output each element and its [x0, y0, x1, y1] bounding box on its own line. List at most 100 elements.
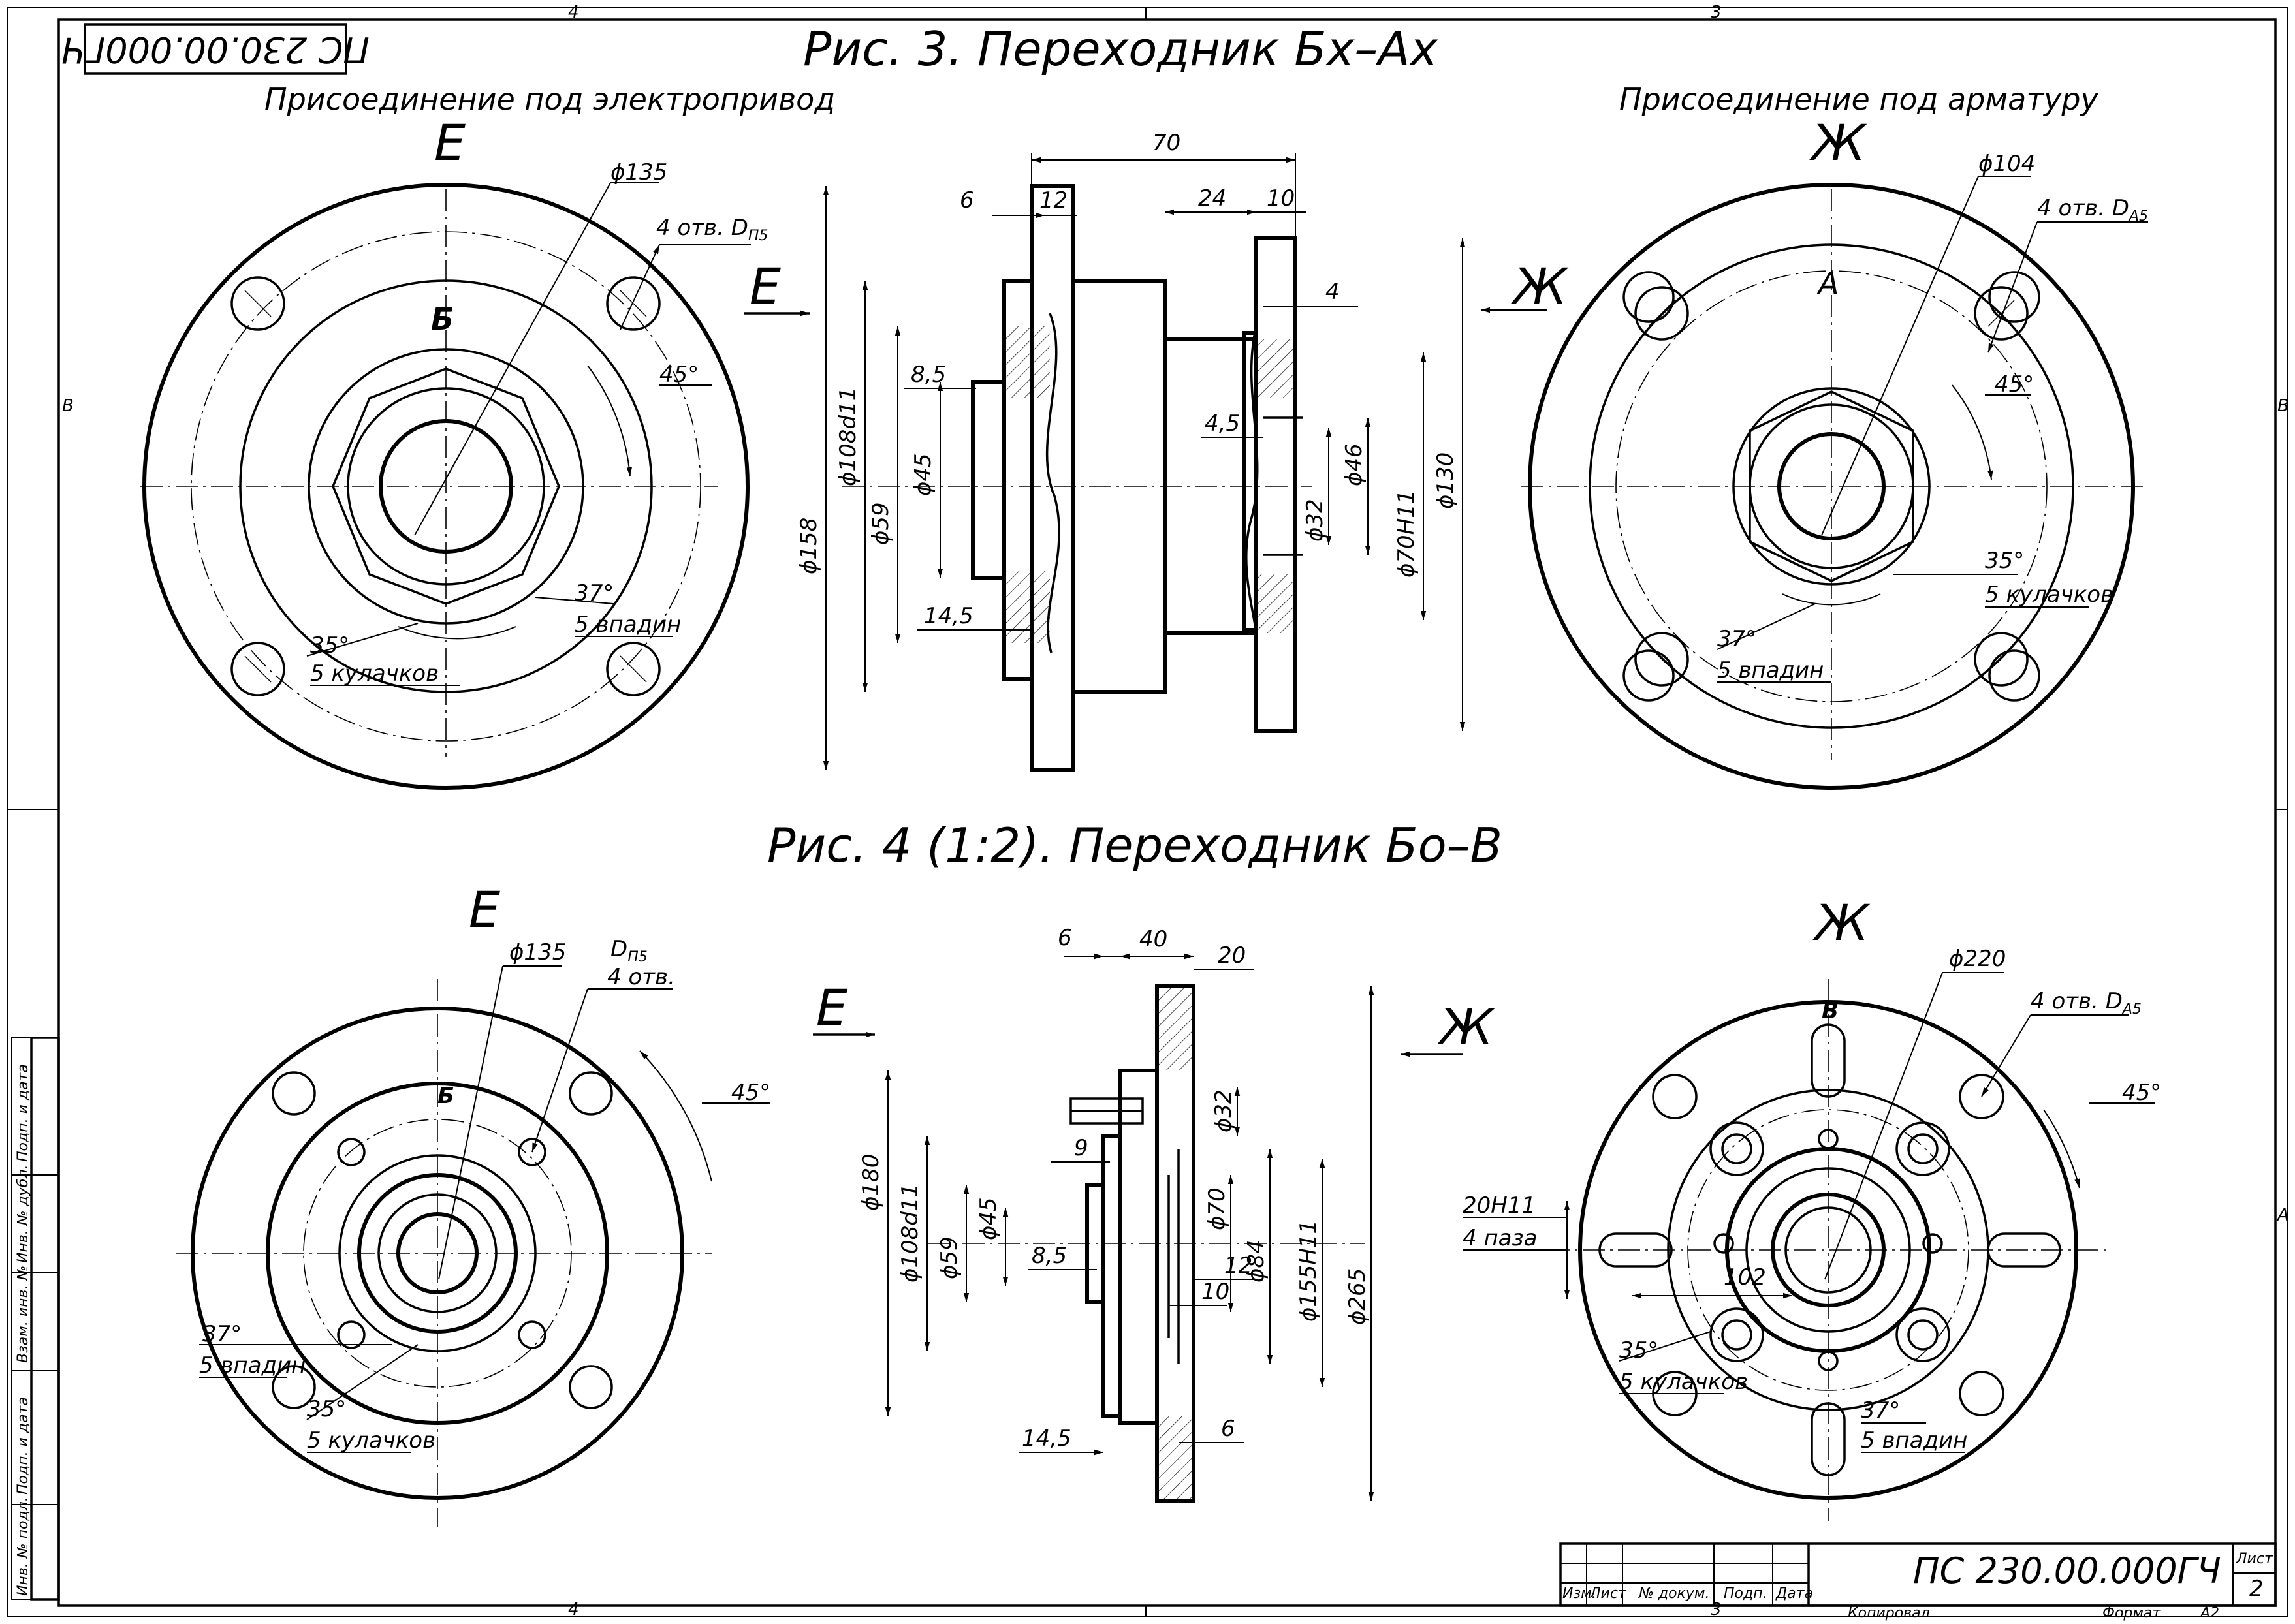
dia70: ϕ70: [1204, 1187, 1230, 1230]
d85: 8,5: [1032, 1243, 1067, 1269]
letter: В: [1822, 998, 1839, 1024]
tb-copied: Копировал: [1848, 1605, 1930, 1621]
d6: 6: [960, 187, 974, 213]
dia180: ϕ180: [858, 1154, 884, 1211]
letter: А: [1816, 266, 1839, 301]
d12: 12: [1039, 187, 1068, 213]
view-label: Е: [469, 881, 500, 939]
top-code: ПС 230.00.000ГЧ: [61, 29, 370, 70]
dia32: ϕ32: [1302, 499, 1328, 542]
holes: 4 отв. DА5: [2037, 195, 2148, 225]
fig4-title: Рис. 4 (1:2). Переходник Бо–В: [767, 818, 1502, 873]
tb-doc: № докум.: [1638, 1585, 1709, 1602]
groove: 20H11: [1463, 1193, 1536, 1219]
angle35: 35°: [310, 632, 349, 659]
tb-format: Формат: [2102, 1605, 2161, 1621]
stamp-c4: Подп. и дата: [15, 1397, 31, 1495]
arrow-left-label: Е: [750, 257, 781, 315]
stamp-c1: Подп. и дата: [15, 1064, 31, 1162]
angle35: 35°: [307, 1396, 346, 1422]
slots: 5 впадин: [1861, 1428, 1967, 1454]
dia108: ϕ108d11: [835, 387, 861, 486]
dia108: ϕ108d11: [897, 1183, 923, 1283]
dia59: ϕ59: [936, 1236, 962, 1279]
angle37: 37°: [575, 580, 614, 606]
dia32: ϕ32: [1211, 1089, 1237, 1132]
cams: 5 кулачков: [310, 661, 439, 687]
view-label: Ж: [1809, 114, 1867, 172]
title-block: Изм. Лист № докум. Подп. Дата ПС 230.00.…: [1559, 1542, 2277, 1621]
d10: 10: [1267, 185, 1295, 211]
fig3-right-caption: Присоединение под арматуру: [1619, 82, 2099, 117]
holes-d: DП5: [610, 936, 648, 965]
d20: 20: [1218, 943, 1246, 969]
d6b: 6: [1221, 1416, 1235, 1442]
fig3-right-view: Ж А ϕ104 4 отв. DА5 45° 35° 5 кулачков: [1521, 114, 2148, 790]
fig4-left-view: Е Б ϕ135 DП5 4 отв. 45° 37° 5 впадин 3: [176, 881, 770, 1527]
dia45: ϕ45: [975, 1197, 1002, 1240]
dia: ϕ135: [610, 159, 667, 185]
d24: 24: [1198, 185, 1226, 211]
holes: 4 отв. DП5: [656, 215, 768, 244]
view-label: Е: [434, 114, 466, 172]
letter: Б: [437, 1083, 454, 1109]
d40: 40: [1139, 926, 1167, 952]
top-code-box: ПС 230.00.000ГЧ: [61, 23, 370, 75]
stamp-c3: Взам. инв. №: [15, 1266, 31, 1363]
dia46: ϕ46: [1341, 443, 1367, 486]
fig4-section: Е Ж 6 40 20 ϕ32 9 ϕ180 ϕ108d11 ϕ59 ϕ45: [813, 925, 1495, 1503]
fig4-right-view: Ж В ϕ220 4 отв. DА: [1463, 894, 2161, 1521]
dia130: ϕ130: [1432, 452, 1459, 509]
grooves: 4 паза: [1463, 1225, 1537, 1251]
angle45: 45°: [2122, 1080, 2161, 1106]
dia70: ϕ70H11: [1393, 490, 1419, 578]
angle35: 35°: [1619, 1337, 1658, 1364]
zone-top-left: 4: [568, 3, 579, 22]
d45s: 4,5: [1205, 411, 1240, 437]
arrow-right-label: Ж: [1511, 257, 1569, 315]
holes: 4 отв. DА5: [2031, 988, 2142, 1018]
d70: 70: [1152, 130, 1180, 156]
tb-list: Лист: [1589, 1585, 1627, 1602]
cams: 5 кулачков: [1985, 582, 2113, 608]
dia45: ϕ45: [910, 453, 936, 496]
arrow-left-label: Е: [816, 978, 847, 1037]
d145: 14,5: [1022, 1426, 1071, 1452]
dia59: ϕ59: [868, 502, 894, 545]
d12: 12: [1224, 1253, 1252, 1279]
zone-left-b: B: [62, 396, 74, 416]
angle45: 45°: [731, 1080, 770, 1106]
dia84: ϕ84: [1243, 1240, 1269, 1283]
d6: 6: [1058, 925, 1072, 951]
d4: 4: [1325, 279, 1340, 305]
dia: ϕ135: [509, 939, 566, 965]
dia158: ϕ158: [796, 518, 822, 574]
angle45: 45°: [659, 362, 699, 388]
holes-b: 4 отв.: [607, 964, 675, 990]
angle37: 37°: [202, 1321, 242, 1347]
tb-sheet-label: Лист: [2236, 1551, 2273, 1567]
arrow-right-label: Ж: [1437, 998, 1495, 1056]
sheet-frame: 4 3 4 3 B B A: [7, 3, 2289, 1619]
side-stamp: Подп. и дата Инв. № дубл. Взам. инв. № П…: [11, 1037, 60, 1601]
angle35: 35°: [1985, 548, 2024, 574]
slots: 5 впадин: [199, 1352, 306, 1379]
fig3-left-caption: Присоединение под электропривод: [264, 82, 835, 117]
letter: Б: [431, 302, 454, 337]
tb-izm: Изм.: [1562, 1585, 1596, 1602]
cams: 5 кулачков: [1619, 1369, 1748, 1395]
fig3-left-view: Е Б ϕ135 4 отв. DП5 45° 37° 5 впадин: [140, 114, 768, 790]
tb-sheet-no: 2: [2249, 1576, 2264, 1602]
tb-code: ПС 230.00.000ГЧ: [1913, 1550, 2221, 1591]
cams: 5 кулачков: [307, 1428, 435, 1454]
tb-format-val: А2: [2199, 1605, 2219, 1621]
stamp-c2: Инв. № дубл.: [15, 1164, 31, 1263]
stamp-c5: Инв. № подл.: [15, 1497, 31, 1596]
view-label: Ж: [1812, 894, 1871, 952]
angle45: 45°: [1995, 371, 2034, 398]
zone-right-a: A: [2276, 1206, 2289, 1225]
d145: 14,5: [924, 603, 973, 629]
fig3-title: Рис. 3. Переходник Бх–Ах: [803, 22, 1439, 76]
dia: ϕ104: [1978, 151, 2035, 177]
